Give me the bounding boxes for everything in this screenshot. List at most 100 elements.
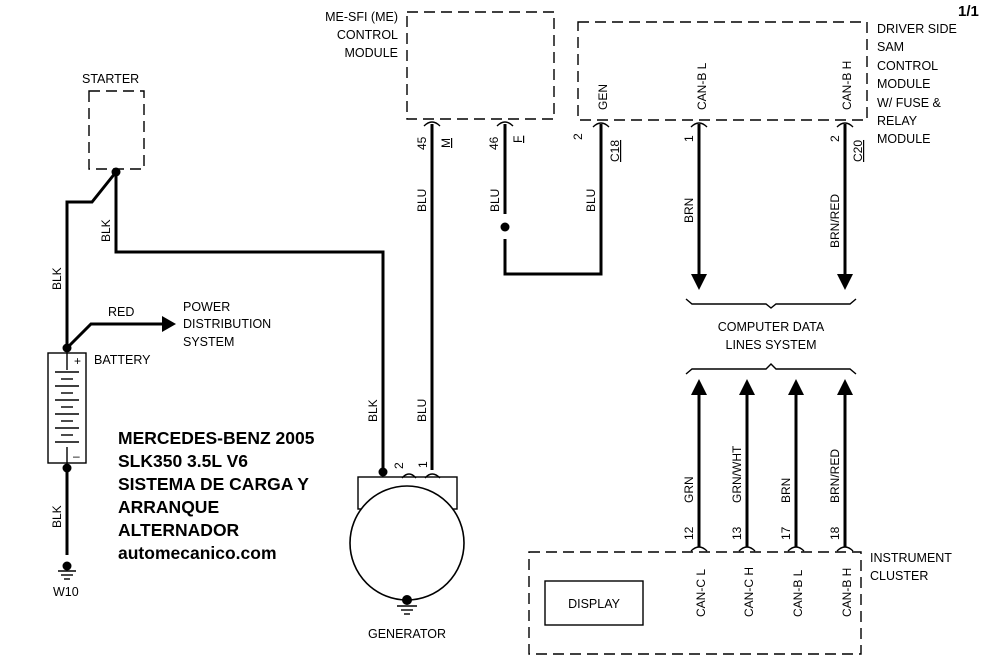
pin-num-17: 17: [779, 526, 793, 540]
title-block: MERCEDES-BENZ 2005 SLK350 3.5L V6 SISTEM…: [118, 428, 315, 563]
arrow-up-18: [837, 379, 853, 395]
generator-pin1: 1: [416, 461, 430, 468]
starter-box[interactable]: [88, 90, 145, 170]
battery-label: BATTERY: [94, 353, 151, 367]
wire-label-me45: BLU: [415, 189, 429, 212]
wire-color-17: BRN: [779, 478, 793, 503]
display-box[interactable]: [544, 580, 644, 626]
sam-gen-label: GEN: [596, 84, 610, 110]
connector-c18-label: C18: [608, 140, 622, 162]
wire-label-ground-blk: BLK: [50, 505, 64, 528]
svg-text:MODULE: MODULE: [877, 132, 930, 146]
ground-w10-label: W10: [53, 585, 79, 599]
connector-c20-label: C20: [851, 140, 865, 162]
battery-minus: –: [73, 449, 80, 463]
wire-battery-pds[interactable]: [65, 322, 162, 350]
arrow-up-12: [691, 379, 707, 395]
svg-text:MODULE: MODULE: [877, 77, 930, 91]
svg-text:ARRANQUE: ARRANQUE: [118, 497, 219, 517]
pin-45-signal: M: [439, 138, 453, 148]
connector-45: [423, 121, 441, 127]
wire-label-starter-blk: BLK: [99, 219, 113, 242]
cluster-wire-13[interactable]: [738, 379, 756, 552]
me-sfi-module-box[interactable]: [406, 11, 555, 120]
pds-label: POWER DISTRIBUTION SYSTEM: [183, 300, 271, 349]
svg-text:SYSTEM: SYSTEM: [183, 335, 234, 349]
connector-46: [496, 121, 514, 127]
svg-text:INSTRUMENT: INSTRUMENT: [870, 551, 952, 565]
svg-text:DISTRIBUTION: DISTRIBUTION: [183, 317, 271, 331]
connector-c20: [836, 122, 854, 128]
generator-label: GENERATOR: [368, 627, 446, 641]
svg-text:POWER: POWER: [183, 300, 230, 314]
instrument-cluster-box[interactable]: [528, 551, 862, 655]
wire-label-sam-gen: BLU: [584, 189, 598, 212]
svg-text:LINES SYSTEM: LINES SYSTEM: [726, 338, 817, 352]
page-number: 1/1: [958, 3, 979, 20]
svg-text:automecanico.com: automecanico.com: [118, 543, 277, 563]
me-sfi-label: ME-SFI (ME) CONTROL MODULE: [325, 10, 398, 60]
svg-text:ALTERNADOR: ALTERNADOR: [118, 520, 240, 540]
arrow-sam-can-b-h: [837, 274, 853, 290]
brace-bottom: [685, 363, 857, 375]
wire-starter-battery[interactable]: [65, 171, 118, 348]
generator-ground-icon: [397, 595, 417, 615]
wire-starter-generator[interactable]: [114, 172, 385, 470]
sam-label: DRIVER SIDE SAM CONTROL MODULE W/ FUSE &…: [877, 22, 957, 146]
cluster-wire-17[interactable]: [787, 379, 805, 552]
svg-text:SLK350 3.5L V6: SLK350 3.5L V6: [118, 451, 248, 471]
arrow-sam-can-b-l: [691, 274, 707, 290]
wire-color-13: GRN/WHT: [730, 445, 744, 503]
pin-sam-1: 1: [682, 135, 696, 142]
splice-dot: [500, 222, 510, 232]
svg-text:COMPUTER DATA: COMPUTER DATA: [718, 320, 825, 334]
pin-45: 45: [415, 136, 429, 150]
display-label: DISPLAY: [568, 597, 621, 611]
data-lines-label: COMPUTER DATA LINES SYSTEM: [718, 320, 825, 352]
starter-label: STARTER: [82, 72, 139, 86]
cluster-wire-12[interactable]: [690, 379, 708, 552]
arrow-up-13: [739, 379, 755, 395]
svg-text:RELAY: RELAY: [877, 114, 918, 128]
connector-c18: [592, 122, 610, 128]
pin-46-signal: F: [511, 136, 525, 143]
pin-num-13: 13: [730, 526, 744, 540]
svg-text:CONTROL: CONTROL: [337, 28, 398, 42]
wire-label-sam-brnred: BRN/RED: [828, 194, 842, 248]
svg-text:W/ FUSE &: W/ FUSE &: [877, 96, 942, 110]
generator-symbol[interactable]: [349, 485, 465, 601]
pin-func-17: CAN-B L: [791, 569, 805, 617]
wire-label-battery-blk: BLK: [50, 267, 64, 290]
battery-plus: +: [74, 354, 81, 368]
wire-label-sam-brn: BRN: [682, 198, 696, 223]
pin-num-18: 18: [828, 526, 842, 540]
wire-label-gen-blu: BLU: [415, 399, 429, 422]
wire-splice-sam[interactable]: [503, 124, 603, 276]
cluster-wire-18[interactable]: [836, 379, 854, 552]
pin-func-12: CAN-C L: [694, 569, 708, 617]
svg-text:SAM: SAM: [877, 40, 904, 54]
wire-color-18: BRN/RED: [828, 449, 842, 503]
generator-pin2: 2: [392, 462, 406, 469]
sam-module-box[interactable]: [577, 21, 868, 121]
wire-color-12: GRN: [682, 476, 696, 503]
sam-can-b-h-label: CAN-B H: [840, 61, 854, 110]
svg-text:DRIVER SIDE: DRIVER SIDE: [877, 22, 957, 36]
arrow-up-17: [788, 379, 804, 395]
pin-func-13: CAN-C H: [742, 567, 756, 617]
pin-46: 46: [487, 136, 501, 150]
connector-sam-1: [690, 122, 708, 128]
wire-label-me46: BLU: [488, 189, 502, 212]
svg-text:CONTROL: CONTROL: [877, 59, 938, 73]
brace-top: [685, 298, 857, 309]
svg-text:MODULE: MODULE: [345, 46, 398, 60]
svg-text:MERCEDES-BENZ 2005: MERCEDES-BENZ 2005: [118, 428, 315, 448]
svg-text:ME-SFI (ME): ME-SFI (ME): [325, 10, 398, 24]
pin-func-18: CAN-B H: [840, 568, 854, 617]
svg-text:SISTEMA DE CARGA Y: SISTEMA DE CARGA Y: [118, 474, 309, 494]
svg-text:CLUSTER: CLUSTER: [870, 569, 928, 583]
generator-pin2-dot: [378, 467, 388, 477]
wire-label-gen-blk: BLK: [366, 399, 380, 422]
instrument-cluster-label: INSTRUMENT CLUSTER: [870, 551, 952, 583]
